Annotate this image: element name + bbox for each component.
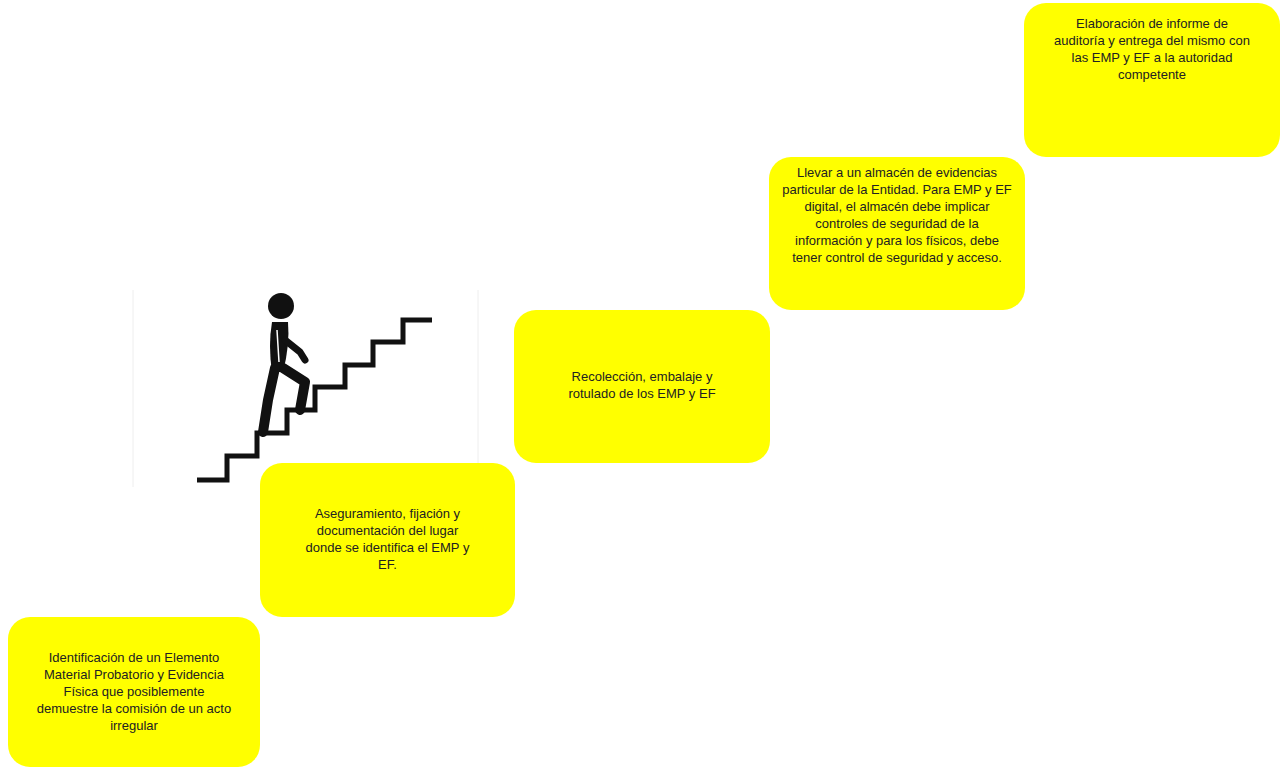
- step-text: Aseguramiento, fijación y documentación …: [300, 505, 475, 573]
- step-text-group: Elaboración de informe de auditoría y en…: [1050, 15, 1254, 83]
- figure-leg: [263, 368, 275, 432]
- step-box: Aseguramiento, fijación y documentación …: [260, 463, 515, 617]
- step-text-group: Recolección, embalaje y rotulado de los …: [554, 368, 730, 402]
- figure-head: [268, 293, 294, 319]
- step-text-group: Aseguramiento, fijación y documentación …: [300, 505, 475, 573]
- figure-outline: [277, 330, 279, 362]
- figure-arm: [285, 340, 305, 360]
- step-box: Recolección, embalaje y rotulado de los …: [514, 310, 770, 463]
- step-text: Identificación de un Elemento Material P…: [34, 649, 234, 734]
- frame-line: [478, 290, 479, 487]
- step-text: Recolección, embalaje y rotulado de los …: [554, 368, 730, 402]
- figure-leg: [283, 368, 305, 410]
- frame-line: [133, 290, 134, 487]
- step-text-group: Identificación de un Elemento Material P…: [34, 649, 234, 734]
- step-box: Llevar a un almacén de evidencias partic…: [769, 157, 1025, 310]
- step-box: Identificación de un Elemento Material P…: [8, 617, 260, 767]
- step-text-group: Llevar a un almacén de evidencias partic…: [781, 164, 1013, 266]
- stair-steps: [197, 320, 432, 480]
- step-box: Elaboración de informe de auditoría y en…: [1024, 3, 1280, 157]
- step-text: Llevar a un almacén de evidencias partic…: [781, 164, 1013, 266]
- step-text: Elaboración de informe de auditoría y en…: [1050, 15, 1254, 83]
